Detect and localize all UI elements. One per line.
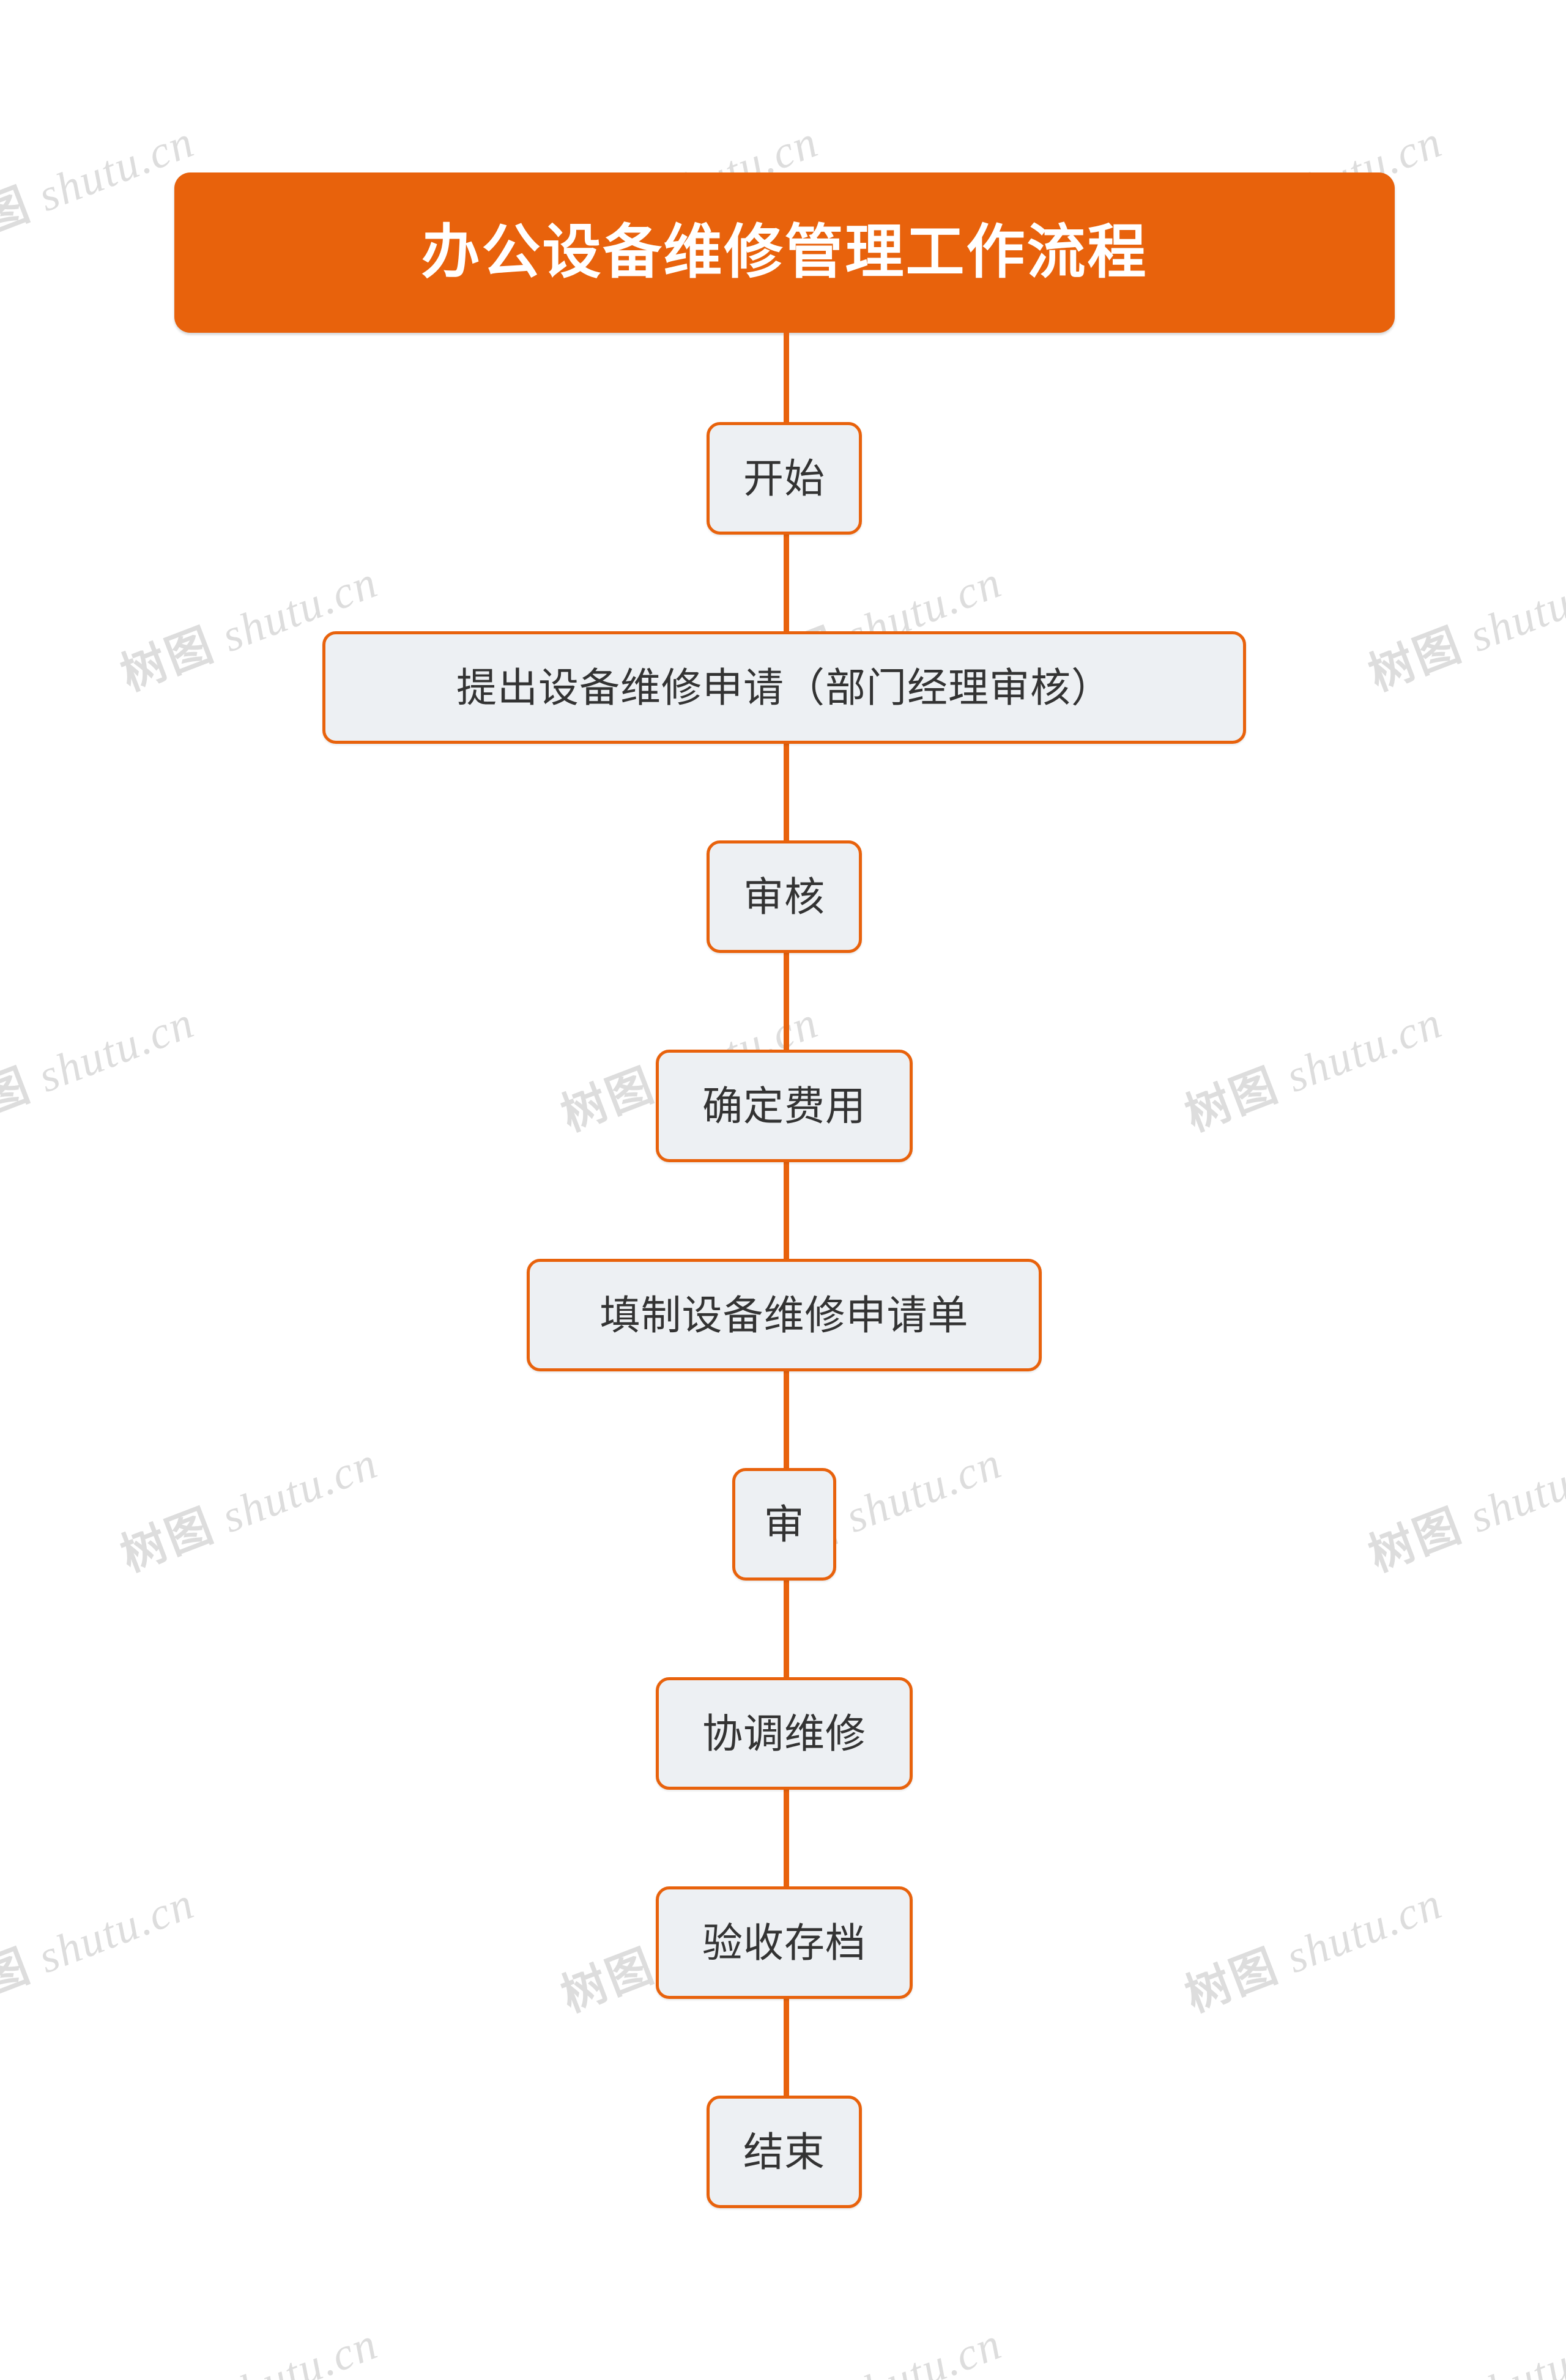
flow-node-n8[interactable]: 验收存档 — [656, 1886, 913, 1999]
flow-node-label: 确定费用 — [702, 1083, 866, 1129]
flow-connector — [784, 953, 789, 1053]
flow-connector — [784, 744, 789, 844]
watermark-text: 树图 shutu.cn — [114, 2318, 385, 2380]
watermark-text: 树图 shutu.cn — [1178, 1878, 1449, 2022]
watermark-text: 树图 shutu.cn — [114, 1437, 385, 1581]
flow-node-label: 开始 — [743, 456, 825, 501]
flow-node-n6[interactable]: 审 — [732, 1468, 836, 1581]
flow-node-label: 协调维修 — [702, 1711, 866, 1756]
flow-node-n1[interactable]: 开始 — [707, 422, 862, 535]
flow-node-label: 填制设备维修申请单 — [599, 1292, 969, 1338]
watermark-text: 树图 shutu.cn — [738, 2318, 1009, 2380]
flow-connector — [784, 1581, 789, 1681]
watermark-text: 树图 shutu.cn — [0, 997, 201, 1141]
flow-node-label: 验收存档 — [702, 1920, 866, 1965]
flowchart-header-banner: 办公设备维修管理工作流程 — [174, 172, 1395, 333]
flow-node-n4[interactable]: 确定费用 — [656, 1050, 913, 1162]
flow-connector — [784, 535, 789, 635]
flow-node-n5[interactable]: 填制设备维修申请单 — [527, 1259, 1042, 1371]
flow-connector — [784, 333, 789, 426]
watermark-text: 树图 shutu.cn — [1362, 2318, 1566, 2380]
flow-node-n2[interactable]: 提出设备维修申请（部门经理审核） — [322, 631, 1246, 744]
watermark-text: 树图 shutu.cn — [0, 1878, 201, 2022]
flow-node-label: 结束 — [743, 2129, 825, 2174]
flow-node-label: 审核 — [743, 874, 825, 919]
flow-node-label: 提出设备维修申请（部门经理审核） — [456, 665, 1112, 710]
page-title: 办公设备维修管理工作流程 — [421, 220, 1148, 285]
watermark-text: 树图 shutu.cn — [1178, 997, 1449, 1141]
flow-connector — [784, 1999, 789, 2099]
flow-connector — [784, 1790, 789, 1890]
watermark-text: 树图 shutu.cn — [1362, 557, 1566, 700]
watermark-text: 树图 shutu.cn — [0, 116, 201, 260]
watermark-text: 树图 shutu.cn — [1362, 1437, 1566, 1581]
flow-connector — [784, 1162, 789, 1262]
flow-connector — [784, 1371, 789, 1472]
flow-node-label: 审 — [763, 1502, 805, 1547]
flow-node-n9[interactable]: 结束 — [707, 2096, 862, 2208]
flow-node-n7[interactable]: 协调维修 — [656, 1677, 913, 1790]
flow-node-n3[interactable]: 审核 — [707, 840, 862, 953]
